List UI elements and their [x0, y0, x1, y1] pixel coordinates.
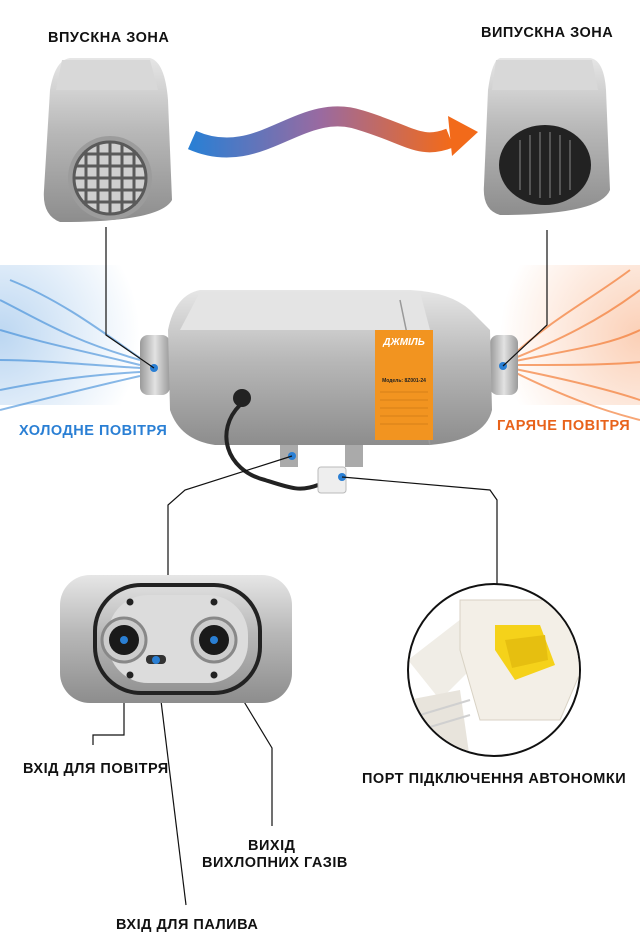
- device-plate: [375, 330, 433, 440]
- hot-air-label: ГАРЯЧЕ ПОВІТРЯ: [497, 418, 631, 434]
- exhaust-zone-label: ВИПУСКНА ЗОНА: [481, 25, 614, 41]
- connector-closeup: [407, 583, 581, 757]
- cold-air-wisps-icon: [0, 265, 141, 411]
- exhaust-closeup: [483, 58, 610, 215]
- fuel-inlet-label: ВХІД ДЛЯ ПАЛИВА: [116, 917, 259, 933]
- hot-air-wisps-icon: [500, 265, 640, 421]
- bottom-plate-closeup: [60, 575, 292, 703]
- device-plate-model: Модель: 8Z001-24: [382, 378, 426, 384]
- device-plate-brand: ДЖМІЛЬ: [382, 337, 425, 348]
- air-inlet-label: ВХІД ДЛЯ ПОВІТРЯ: [23, 761, 169, 777]
- intake-zone-label: ВПУСКНА ЗОНА: [48, 30, 170, 46]
- exhaust-fan-icon: [519, 132, 571, 198]
- intake-closeup: [43, 58, 172, 222]
- heater-body: ДЖМІЛЬ Модель: 8Z001-24: [140, 290, 518, 494]
- exhaust-outlet-label-line1: ВИХІД: [248, 838, 296, 854]
- control-port-label: ПОРТ ПІДКЛЮЧЕННЯ АВТОНОМКИ: [362, 771, 627, 787]
- cold-air-label: ХОЛОДНЕ ПОВІТРЯ: [19, 423, 168, 439]
- flow-arrow-icon: [187, 106, 478, 158]
- exhaust-outlet-label-line2: ВИХЛОПНИХ ГАЗІВ: [202, 855, 348, 871]
- intake-grille-icon: [72, 140, 148, 216]
